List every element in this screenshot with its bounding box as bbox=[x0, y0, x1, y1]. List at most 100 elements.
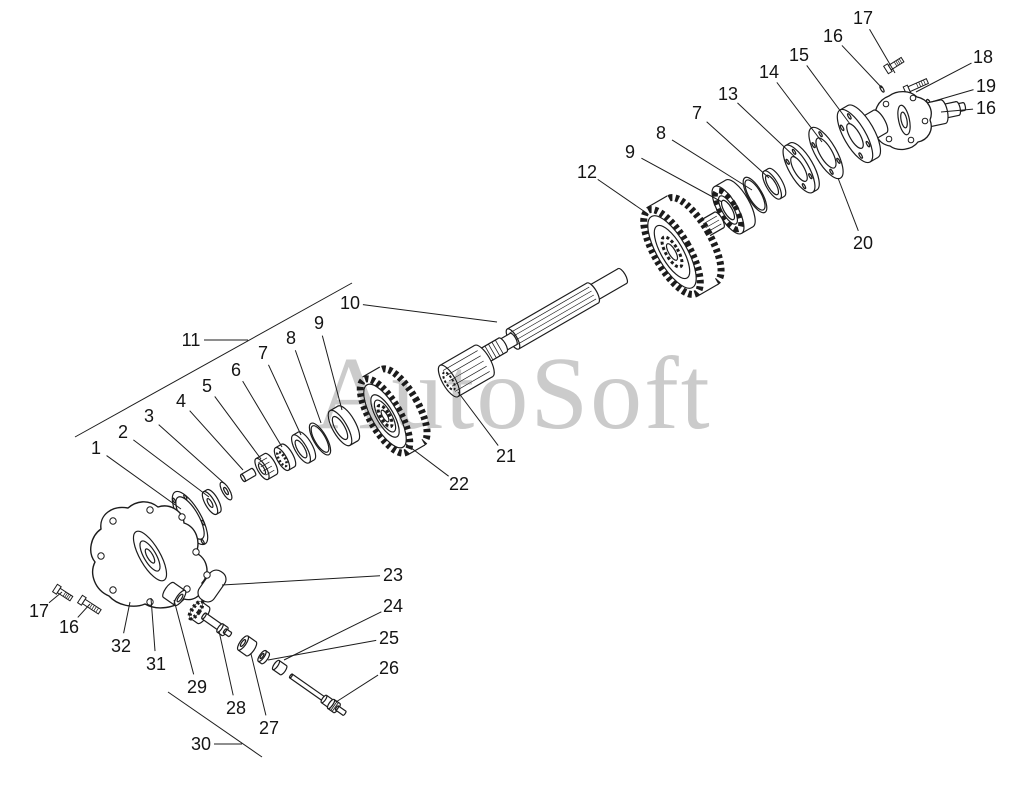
leader-line bbox=[173, 599, 195, 675]
leader-line bbox=[321, 335, 343, 411]
snap-ring-8-top bbox=[742, 176, 768, 214]
gear-12 bbox=[640, 194, 725, 298]
part-number: 11 bbox=[182, 330, 201, 350]
callout-21: 21 bbox=[457, 391, 516, 466]
leader-line bbox=[940, 108, 974, 113]
part-number: 14 bbox=[759, 62, 779, 82]
callout-31: 31 bbox=[146, 597, 166, 674]
callout-9: 9 bbox=[625, 142, 723, 203]
leader-line bbox=[457, 391, 499, 446]
part-number: 25 bbox=[379, 628, 399, 648]
part-number: 9 bbox=[314, 313, 324, 333]
part-number: 3 bbox=[144, 406, 154, 426]
part-number: 17 bbox=[29, 601, 49, 621]
part-number: 7 bbox=[258, 343, 268, 363]
callout-10: 10 bbox=[340, 293, 498, 323]
callout-16: 16 bbox=[59, 603, 91, 637]
part-number: 6 bbox=[231, 360, 241, 380]
callout-23: 23 bbox=[221, 565, 403, 586]
leader-line bbox=[737, 102, 797, 159]
washer-7-top bbox=[761, 167, 787, 200]
callout-17: 17 bbox=[853, 8, 896, 74]
leader-line bbox=[641, 157, 723, 203]
part-number: 26 bbox=[379, 658, 399, 678]
bearing-cover-15 bbox=[836, 104, 889, 164]
callout-7: 7 bbox=[692, 103, 770, 179]
part-number: 15 bbox=[789, 45, 809, 65]
part-number: 29 bbox=[187, 677, 207, 697]
callout-11: 11 bbox=[182, 330, 248, 350]
leader-line bbox=[930, 89, 974, 103]
leader-line bbox=[221, 575, 381, 586]
bracket-line bbox=[74, 282, 353, 438]
leader-line bbox=[405, 443, 449, 477]
part-number: 10 bbox=[340, 293, 360, 313]
part-number: 1 bbox=[91, 438, 101, 458]
part-number: 18 bbox=[973, 47, 993, 67]
callout-24: 24 bbox=[283, 596, 403, 661]
fasteners-bottom-left bbox=[51, 583, 102, 615]
leader-line bbox=[706, 121, 770, 179]
part-number: 24 bbox=[383, 596, 403, 616]
callout-8: 8 bbox=[286, 328, 322, 424]
housing-cover-29 bbox=[90, 501, 208, 609]
leader-line bbox=[214, 396, 262, 460]
callout-14: 14 bbox=[759, 62, 823, 143]
callout-1: 1 bbox=[91, 438, 182, 510]
callout-22: 22 bbox=[405, 443, 469, 494]
callout-12: 12 bbox=[577, 162, 649, 215]
part-number: 28 bbox=[226, 698, 246, 718]
part-number: 12 bbox=[577, 162, 597, 182]
leader-line bbox=[133, 439, 210, 498]
part-number: 19 bbox=[976, 76, 996, 96]
part-number: 21 bbox=[496, 446, 516, 466]
leader-line bbox=[837, 177, 859, 232]
callout-13: 13 bbox=[718, 84, 797, 159]
part-number: 27 bbox=[259, 718, 279, 738]
leader-line bbox=[841, 45, 883, 89]
part-number: 31 bbox=[146, 654, 166, 674]
gear-22 bbox=[356, 365, 431, 457]
leader-line bbox=[671, 139, 753, 191]
speedometer-drive-parts bbox=[187, 569, 347, 716]
part-number: 4 bbox=[176, 391, 186, 411]
watermark: AutoSoft bbox=[314, 336, 711, 451]
callout-30: 30 bbox=[191, 734, 242, 754]
leader-line bbox=[48, 591, 63, 604]
leader-line bbox=[218, 630, 234, 696]
output-flange bbox=[874, 90, 967, 151]
leader-line bbox=[77, 603, 91, 618]
part-number: 9 bbox=[625, 142, 635, 162]
leader-line bbox=[806, 65, 851, 125]
callout-5: 5 bbox=[202, 376, 262, 460]
callout-3: 3 bbox=[144, 406, 226, 485]
callout-9: 9 bbox=[314, 313, 343, 411]
leader-line bbox=[267, 639, 377, 661]
callout-20: 20 bbox=[837, 177, 873, 253]
part-number: 30 bbox=[191, 734, 211, 754]
leader-line bbox=[869, 28, 896, 74]
bracket-lines bbox=[74, 282, 353, 758]
bolt-icon bbox=[882, 56, 905, 75]
callout-18: 18 bbox=[915, 47, 993, 93]
bolt-icon bbox=[51, 583, 74, 602]
callout-26: 26 bbox=[335, 658, 399, 703]
leader-line bbox=[283, 611, 382, 661]
part-number: 7 bbox=[692, 103, 702, 123]
leader-line bbox=[335, 674, 379, 703]
part-number: 8 bbox=[286, 328, 296, 348]
part-number: 16 bbox=[976, 98, 996, 118]
leader-line bbox=[250, 653, 267, 716]
part-number: 23 bbox=[383, 565, 403, 585]
callout-16: 16 bbox=[940, 98, 996, 118]
leader-line bbox=[106, 455, 182, 510]
leader-line bbox=[242, 380, 283, 448]
part-number: 5 bbox=[202, 376, 212, 396]
spacer-stack bbox=[201, 405, 361, 516]
leader-line bbox=[123, 601, 131, 634]
part-number: 16 bbox=[823, 26, 843, 46]
leader-line bbox=[268, 364, 302, 436]
part-number: 13 bbox=[718, 84, 738, 104]
